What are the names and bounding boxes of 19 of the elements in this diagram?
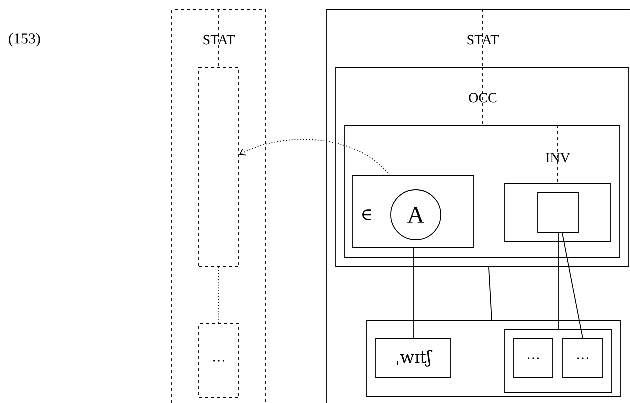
box	[504, 184, 612, 242]
box: …	[562, 338, 604, 378]
dashed-box: …	[198, 324, 240, 398]
tree-line	[482, 9, 483, 68]
tree-line	[218, 9, 220, 68]
example-number: (153)	[9, 33, 40, 47]
dashed-box	[198, 68, 240, 268]
tree-line	[218, 267, 220, 324]
tree-line	[482, 67, 483, 126]
connector-line	[558, 233, 559, 330]
arrow	[239, 139, 390, 176]
connector-line	[413, 248, 414, 339]
box: ˌwɪtʃ	[376, 338, 452, 378]
connector-line	[488, 267, 492, 321]
box	[504, 330, 612, 394]
box	[366, 320, 622, 398]
box: …	[514, 338, 554, 378]
box	[538, 192, 580, 234]
connector-line	[562, 233, 584, 339]
